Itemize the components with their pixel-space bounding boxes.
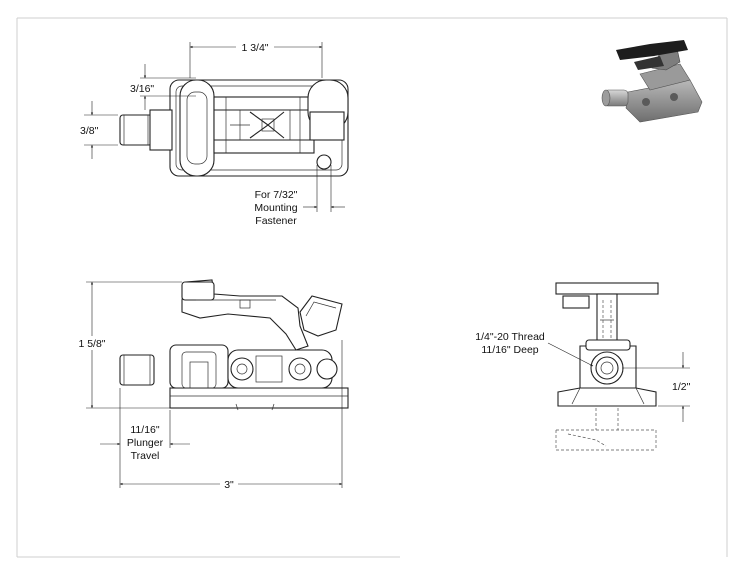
dim-height: 1 5/8"	[78, 338, 105, 350]
thread-note-line-2: 11/16" Deep	[481, 344, 538, 356]
latch-clamp-3d-render-icon	[601, 40, 703, 123]
mounting-note-line-3: Fastener	[255, 215, 297, 227]
dim-plunger-dia: 3/8"	[80, 125, 99, 137]
dim-top-offset: 3/16"	[130, 83, 154, 95]
mounting-note-line-1: For 7/32"	[255, 189, 298, 201]
thread-note-line-1: 1/4"-20 Thread	[475, 331, 545, 343]
plunger-travel-line-3: Travel	[131, 450, 160, 462]
dim-end-offset: 1/2"	[672, 381, 691, 393]
end-view: 1/4"-20 Thread 11/16" Deep 1/2"	[475, 282, 691, 451]
sheet-frame	[16, 17, 728, 558]
side-view: 1 5/8" 11/16" Plunger Travel 3"	[72, 279, 349, 491]
top-view: 1 3/4" 3/16" 3/8" For 7/32" Mounting Fas…	[80, 40, 349, 227]
mounting-note-line-2: Mounting	[254, 202, 297, 214]
dim-top-width: 1 3/4"	[241, 42, 268, 54]
plunger-travel-line-2: Plunger	[127, 437, 164, 449]
plunger-travel-line-1: 11/16"	[130, 424, 159, 436]
dim-overall-length: 3"	[224, 479, 234, 491]
